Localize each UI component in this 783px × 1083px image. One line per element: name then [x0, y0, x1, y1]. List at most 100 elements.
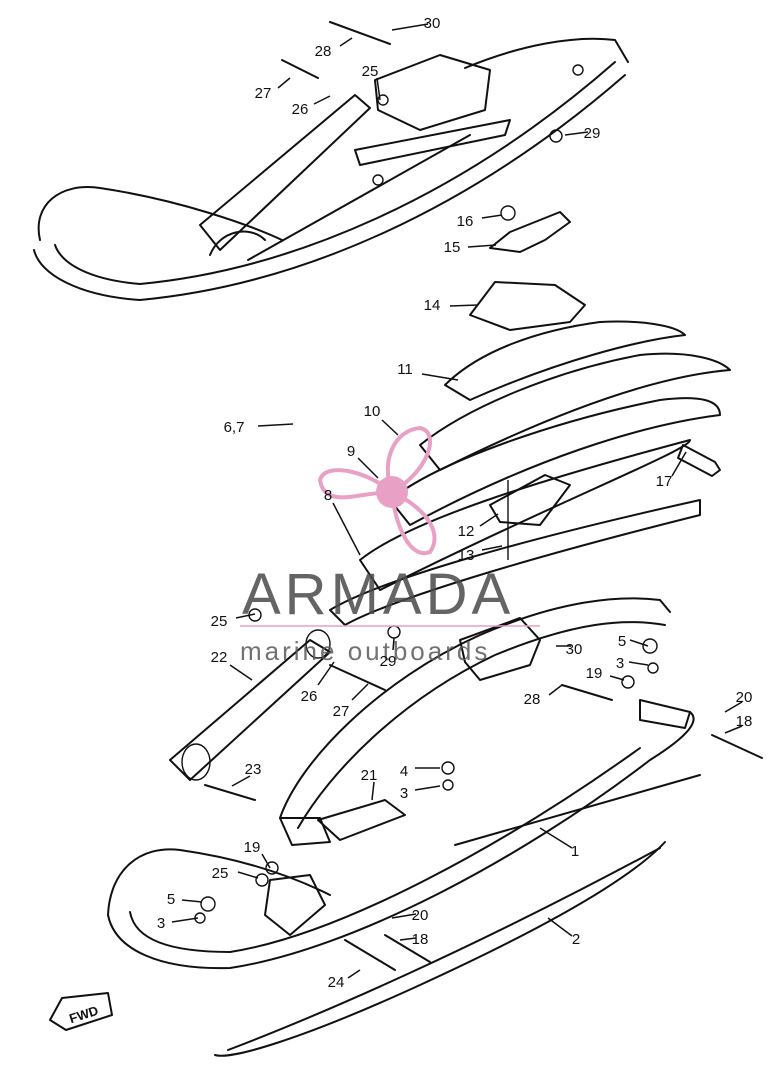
callout-22: 22 — [211, 649, 253, 681]
watermark-tagline: marine outboards — [240, 636, 490, 666]
callout-number: 26 — [292, 101, 309, 118]
callout-25: 25 — [211, 613, 256, 630]
callout-4: 4 — [400, 763, 440, 780]
callout-leader-line — [467, 244, 497, 248]
callout-number: 30 — [566, 641, 583, 658]
callout-30: 30 — [391, 15, 441, 32]
callout-23: 23 — [231, 761, 262, 787]
callout-number: 12 — [458, 523, 475, 540]
callout-leader-line — [171, 917, 199, 923]
callout-18: 18 — [724, 713, 753, 734]
callout-19: 19 — [586, 665, 625, 682]
callout-13: 13 — [458, 545, 503, 564]
callout-25: 25 — [362, 63, 381, 101]
callout-leader-line — [479, 513, 499, 527]
callout-11: 11 — [397, 361, 459, 381]
callout-12: 12 — [458, 513, 499, 540]
callout-leader-line — [391, 913, 417, 919]
callout-leader-line — [376, 77, 381, 101]
callout-number: 29 — [380, 653, 397, 670]
callout-number: 17 — [656, 473, 673, 490]
callout-leader-line — [564, 131, 589, 136]
callout-number: 3 — [616, 655, 624, 672]
callout-leader-line — [381, 419, 399, 436]
callout-number: 2 — [572, 931, 580, 948]
callout-leader-line — [481, 214, 503, 219]
callout-number: 22 — [211, 649, 228, 666]
callout-6-7: 6,7 — [224, 419, 294, 436]
callout-number: 28 — [524, 691, 541, 708]
callout-3: 3 — [157, 915, 199, 932]
callout-leader-line — [332, 502, 361, 556]
callout-leader-line — [539, 827, 573, 849]
callout-number: 23 — [245, 761, 262, 778]
callout-number: 8 — [324, 487, 332, 504]
callout-leader-line — [629, 639, 649, 647]
callout-2: 2 — [547, 917, 580, 948]
callout-number: 13 — [458, 547, 475, 564]
callout-leader-line — [609, 675, 625, 681]
callout-number: 18 — [736, 713, 753, 730]
watermark-brand: ARMADA — [242, 562, 514, 627]
callout-leader-line — [414, 785, 441, 791]
callout-number: 27 — [333, 703, 350, 720]
callout-number: 10 — [364, 403, 381, 420]
callout-number: 29 — [584, 125, 601, 142]
callout-leader-line — [371, 781, 375, 801]
callout-number: 19 — [586, 665, 603, 682]
callout-leader-line — [724, 701, 743, 713]
callout-leader-line — [339, 37, 353, 47]
callout-leader-line — [351, 683, 369, 701]
watermark: ARMADA marine outboards — [240, 425, 540, 666]
callout-17: 17 — [656, 451, 687, 490]
callout-number: 28 — [315, 43, 332, 60]
callout-28: 28 — [315, 37, 353, 60]
callout-number: 3 — [157, 915, 165, 932]
callout-15: 15 — [444, 239, 497, 256]
callout-20: 20 — [724, 689, 753, 713]
callout-27: 27 — [333, 683, 369, 720]
callout-8: 8 — [324, 487, 361, 556]
callout-21: 21 — [361, 767, 378, 801]
callout-leader-line — [317, 661, 335, 686]
callout-20: 20 — [391, 907, 429, 924]
callout-number: 16 — [457, 213, 474, 230]
callout-number: 18 — [412, 931, 429, 948]
callout-30: 30 — [556, 641, 582, 658]
callout-leader-line — [421, 373, 459, 381]
callout-26: 26 — [292, 95, 331, 118]
callout-10: 10 — [364, 403, 399, 436]
callout-leader-line — [357, 457, 379, 479]
callout-18: 18 — [399, 931, 429, 948]
callout-25: 25 — [212, 865, 259, 882]
callout-leader-line — [548, 684, 563, 696]
callout-number: 21 — [361, 767, 378, 784]
callout-1: 1 — [539, 827, 579, 860]
callout-9: 9 — [347, 443, 379, 479]
upper-ski-assembly — [33, 21, 629, 301]
callout-leader-line — [235, 613, 256, 619]
callout-number: 5 — [167, 891, 175, 908]
callout-14: 14 — [424, 297, 479, 314]
callout-leader-line — [257, 423, 294, 427]
callout-5: 5 — [618, 633, 649, 650]
callout-leader-line — [671, 451, 687, 477]
callout-number: 5 — [618, 633, 626, 650]
leaf-spring-stack — [329, 281, 731, 626]
propeller-logo — [317, 425, 437, 556]
callout-28: 28 — [524, 684, 563, 708]
callout-leader-line — [391, 23, 429, 31]
callout-leader-line — [181, 899, 203, 903]
callout-leader-line — [481, 545, 503, 551]
callout-number: 30 — [424, 15, 441, 32]
callout-number: 20 — [412, 907, 429, 924]
callout-number: 19 — [244, 839, 261, 856]
callout-number: 11 — [397, 361, 413, 378]
lower-ski-assembly — [107, 597, 763, 1057]
callout-number: 20 — [736, 689, 753, 706]
callout-29: 29 — [380, 637, 397, 670]
callout-leader-line — [547, 917, 573, 937]
callout-number: 25 — [362, 63, 379, 80]
